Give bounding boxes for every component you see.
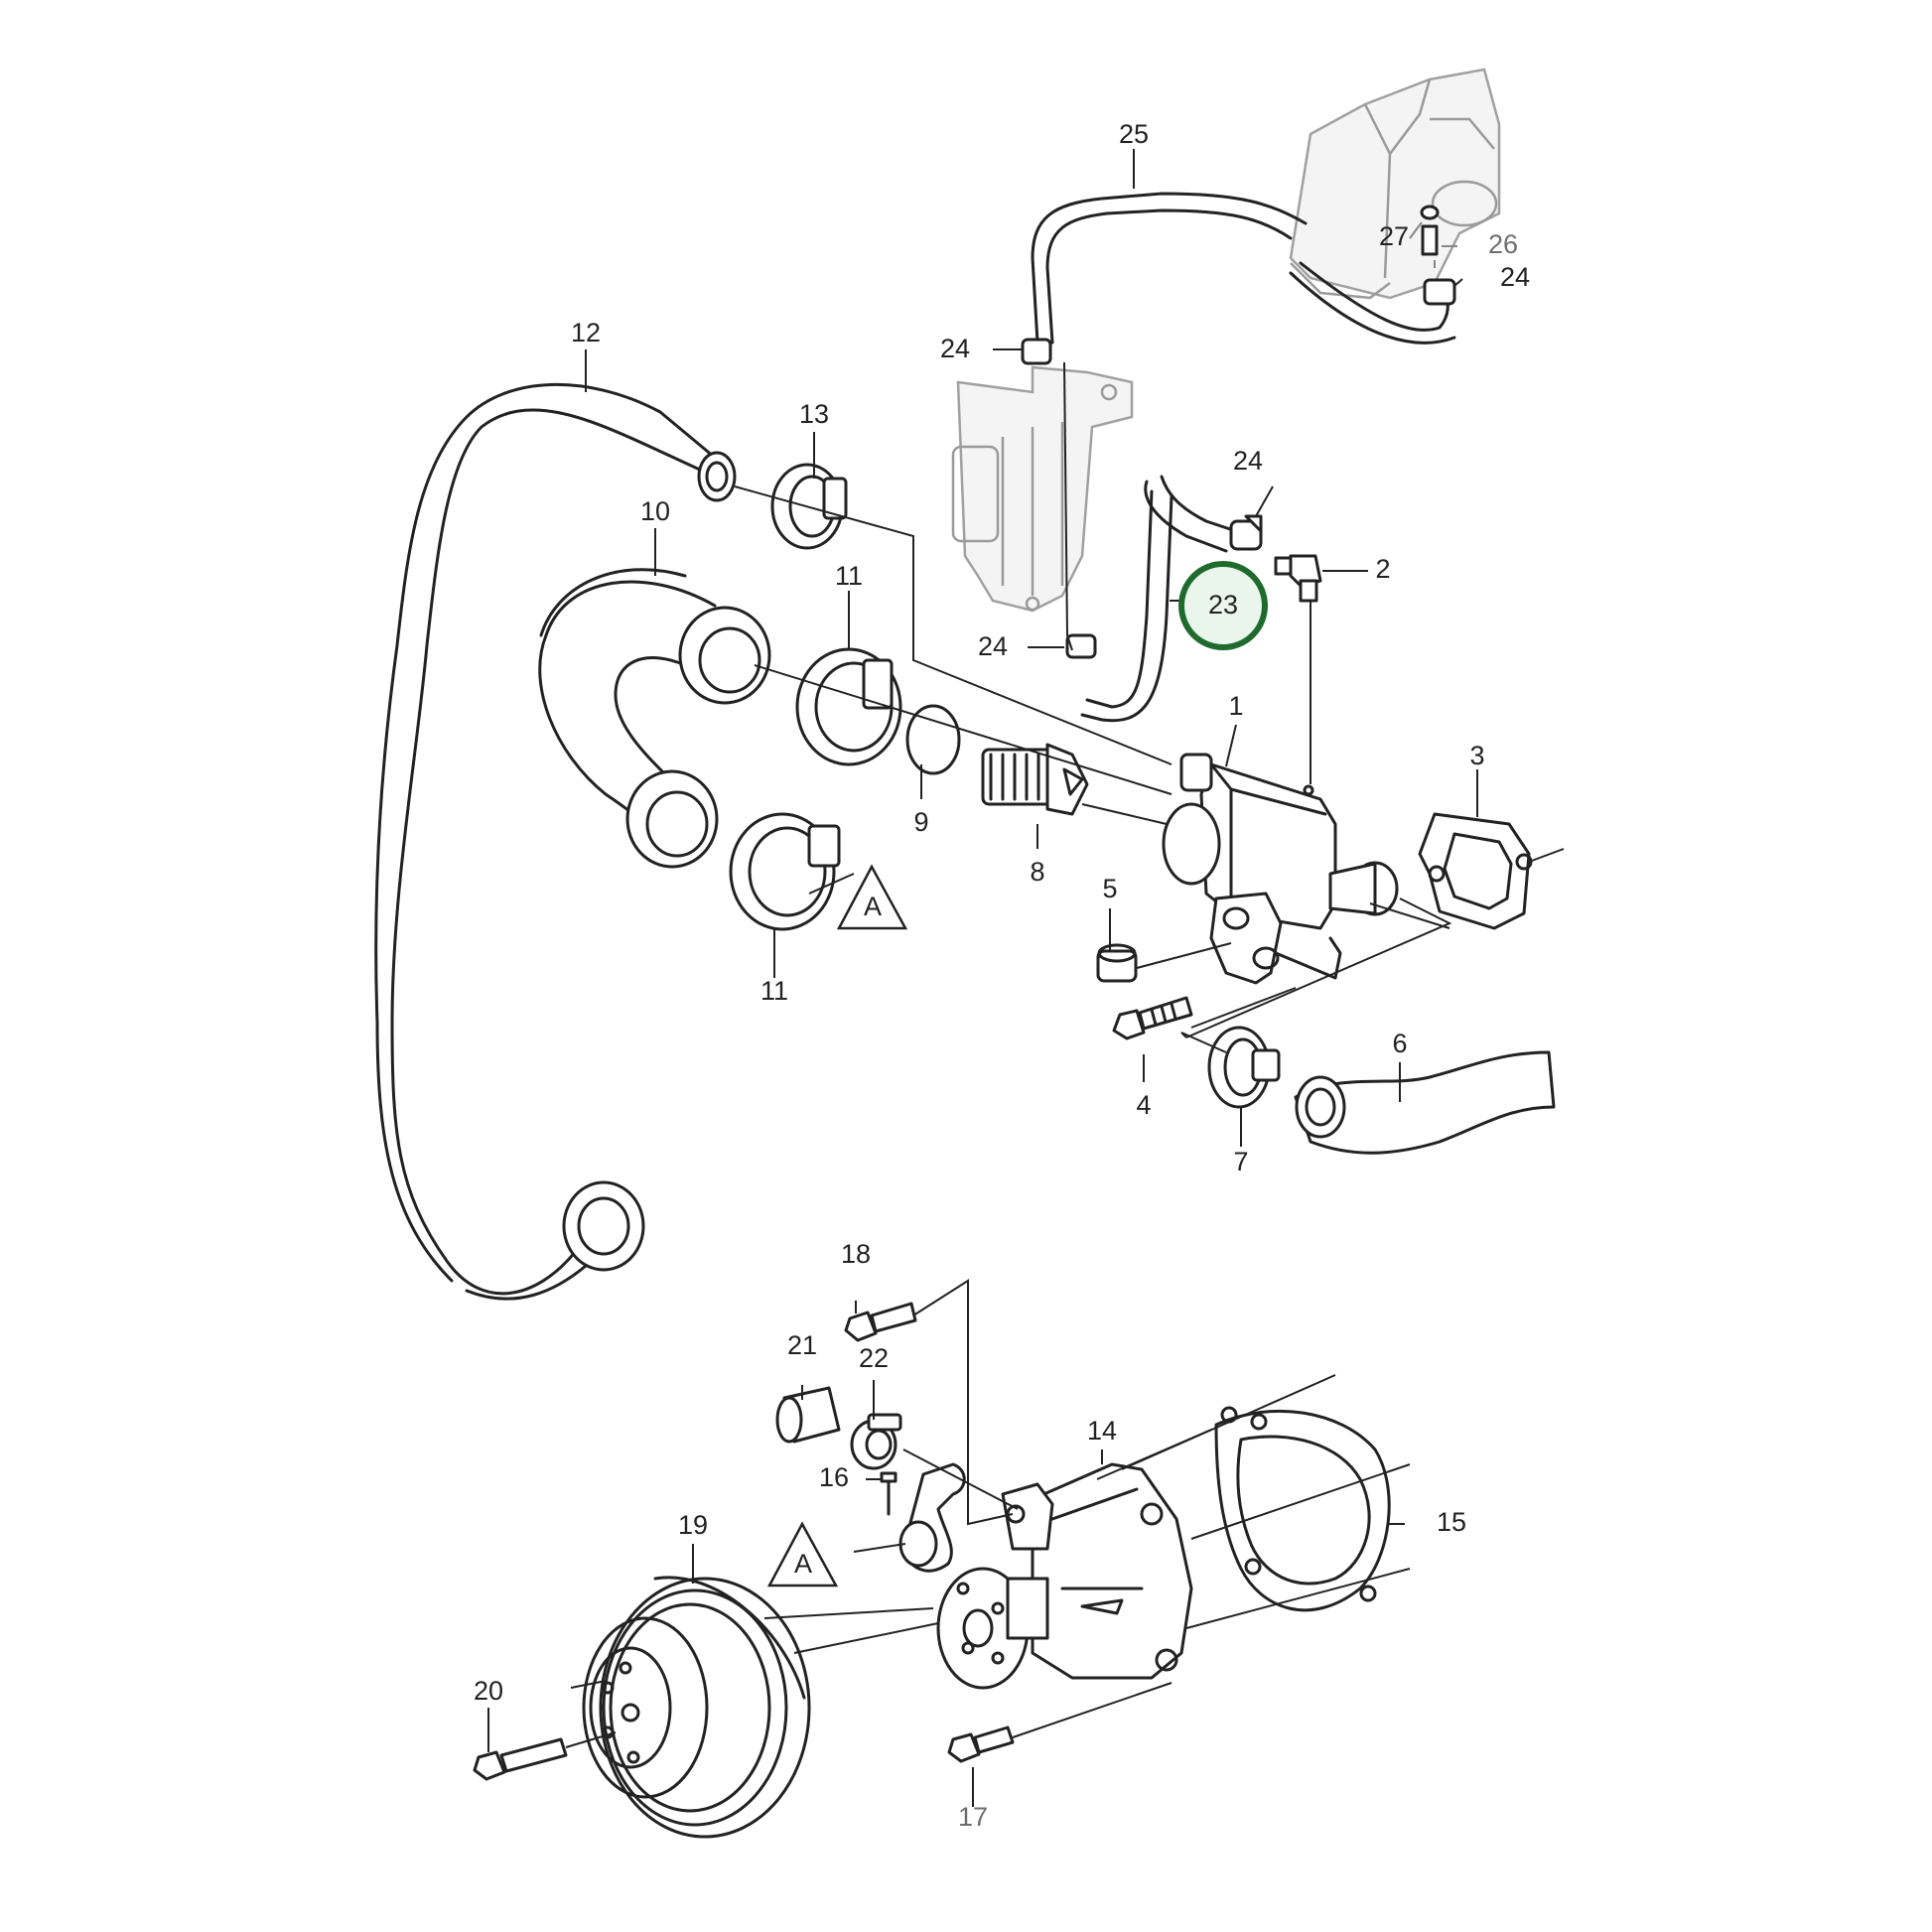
- callout-7[interactable]: 7: [1233, 1147, 1248, 1176]
- bolt-4: [1112, 996, 1193, 1040]
- thermostat-housing-1: [1162, 753, 1399, 985]
- callout-15[interactable]: 15: [1437, 1507, 1466, 1537]
- assembly-leader-lines: [565, 260, 1565, 1748]
- callout-21[interactable]: 21: [787, 1330, 817, 1360]
- hose-clamp-24-low: [1065, 633, 1097, 659]
- o-ring-9: [905, 704, 961, 775]
- bolt-20: [473, 1737, 568, 1781]
- callout-leaders: [487, 149, 1478, 1807]
- reference-marker-a-upper: A: [836, 864, 908, 930]
- hose-23: [1080, 475, 1238, 723]
- callout-18[interactable]: 18: [841, 1239, 871, 1269]
- ghost-expansion-tank: [951, 365, 1134, 613]
- reference-marker-a-lower: A: [766, 1521, 839, 1587]
- callout-17[interactable]: 17: [958, 1802, 988, 1832]
- callout-24-right[interactable]: 24: [1500, 262, 1530, 292]
- reference-marker-a-upper-label: A: [864, 892, 882, 921]
- callout-5[interactable]: 5: [1102, 874, 1117, 903]
- fitting-2: [1274, 554, 1322, 603]
- gasket-3: [1418, 812, 1533, 930]
- callout-labels: 1 2 3 4 5 6 7 8 9 10 11 11 12 13 14 15 1…: [474, 119, 1530, 1832]
- callout-16[interactable]: 16: [819, 1462, 849, 1492]
- water-pump-14: [1001, 1462, 1193, 1680]
- ghost-exhaust-elbow: [1289, 68, 1501, 300]
- callout-12[interactable]: 12: [571, 318, 601, 347]
- fitting-26-27: [1420, 205, 1440, 256]
- screw-16: [880, 1471, 897, 1516]
- sleeve-21: [775, 1386, 841, 1444]
- hose-12: [374, 382, 737, 1301]
- callout-6[interactable]: 6: [1392, 1029, 1407, 1058]
- clamp-22: [850, 1413, 902, 1470]
- hose-clamp-7: [1207, 1026, 1281, 1109]
- callout-3[interactable]: 3: [1469, 741, 1484, 770]
- hose-clamp-11-lower: [729, 812, 841, 931]
- callout-24-top[interactable]: 24: [940, 334, 970, 363]
- highlight-ring-23[interactable]: [1178, 561, 1268, 650]
- gasket-15: [1214, 1406, 1391, 1612]
- plug-5: [1096, 943, 1138, 983]
- hose-clamp-24-top: [1021, 338, 1052, 365]
- thermostat-8: [981, 743, 1089, 816]
- hose-clamp-24-right: [1423, 278, 1456, 306]
- callout-25[interactable]: 25: [1119, 119, 1149, 149]
- reference-marker-a-lower-label: A: [794, 1549, 812, 1579]
- hose-10: [538, 568, 771, 869]
- callout-19[interactable]: 19: [678, 1510, 708, 1540]
- callout-1[interactable]: 1: [1228, 691, 1243, 721]
- callout-26[interactable]: 26: [1488, 229, 1518, 259]
- callout-20[interactable]: 20: [474, 1676, 503, 1706]
- bolt-18: [844, 1302, 917, 1342]
- hose-clamp-11-upper: [795, 647, 902, 766]
- callout-4[interactable]: 4: [1136, 1090, 1151, 1120]
- pump-flange: [936, 1567, 1049, 1690]
- callout-27[interactable]: 27: [1379, 221, 1409, 251]
- callout-8[interactable]: 8: [1030, 857, 1044, 887]
- hose-6: [1294, 1050, 1556, 1155]
- callout-24-mid[interactable]: 24: [1233, 446, 1263, 476]
- pump-inlet-pipe: [898, 1462, 966, 1573]
- callout-23[interactable]: 23: [1208, 590, 1238, 620]
- pulley-19: [582, 1576, 811, 1839]
- callout-14[interactable]: 14: [1087, 1416, 1117, 1446]
- callout-9[interactable]: 9: [913, 807, 928, 837]
- callout-11-lower[interactable]: 11: [760, 976, 788, 1006]
- bolt-17: [947, 1725, 1015, 1763]
- callout-13[interactable]: 13: [799, 399, 829, 429]
- hose-clamp-24-mid: [1229, 514, 1263, 551]
- callout-24-low[interactable]: 24: [978, 631, 1008, 661]
- callout-2[interactable]: 2: [1375, 554, 1390, 584]
- hose-25: [1031, 192, 1456, 345]
- callout-10[interactable]: 10: [640, 496, 670, 526]
- callout-11-upper[interactable]: 11: [835, 561, 863, 591]
- callout-22[interactable]: 22: [859, 1343, 889, 1373]
